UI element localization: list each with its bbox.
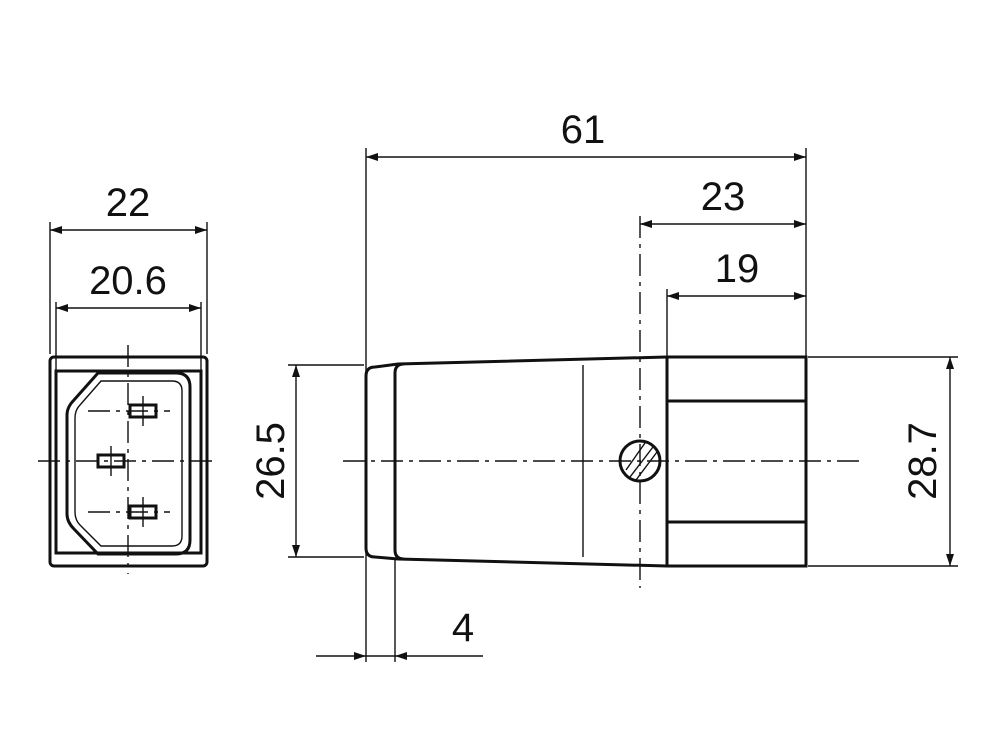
dim-label-20-6: 20.6 — [89, 259, 167, 303]
socket-outline — [65, 371, 192, 556]
dim-label-28-7: 28.7 — [901, 422, 945, 500]
dim-label-22: 22 — [106, 181, 151, 225]
socket-inner-outline — [74, 380, 183, 547]
dim-label-19: 19 — [715, 247, 760, 291]
dim-label-4: 4 — [452, 606, 474, 650]
side-view: 61 23 19 26.5 28.7 4 — [249, 108, 958, 662]
dim-label-23: 23 — [701, 175, 746, 219]
dim-label-26-5: 26.5 — [249, 422, 293, 500]
front-view: 22 20.6 — [38, 181, 218, 574]
dim-label-61: 61 — [561, 108, 606, 152]
front-inner-face — [54, 369, 203, 555]
